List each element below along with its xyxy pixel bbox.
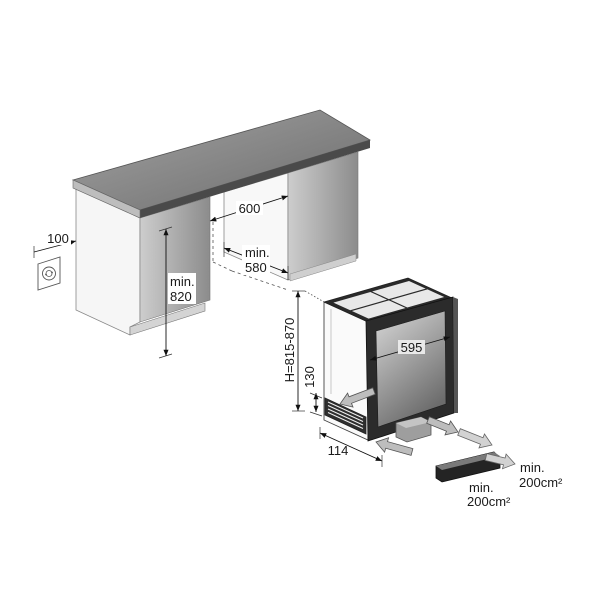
- inlet-min-prefix: min.: [469, 480, 494, 495]
- plinth-ventilation-plate: [435, 451, 501, 483]
- plinth-depth-label: 114: [328, 443, 349, 458]
- countertop-left-edge: [72, 179, 141, 219]
- dimension-niche-depth: min. 580: [223, 242, 289, 280]
- ventilation-outlet-label: min. 200cm²: [519, 460, 563, 490]
- appliance-top-panel: [372, 281, 426, 300]
- niche-depth-label: 580: [245, 260, 267, 275]
- niche-height-prefix: min.: [170, 274, 195, 289]
- dimension-side-gap: 100: [33, 231, 77, 258]
- niche-hidden-edges: [212, 222, 289, 291]
- countertop-front-edge: [140, 140, 370, 218]
- dimension-plinth-height: 130: [302, 366, 323, 417]
- side-gap-label: 100: [47, 231, 69, 246]
- dimension-appliance-height: H=815-870: [282, 290, 325, 412]
- niche-depth-prefix: min.: [245, 245, 270, 260]
- outlet-min-prefix: min.: [520, 460, 545, 475]
- dimension-plinth-depth: 114: [319, 427, 383, 467]
- right-cabinet-plinth: [289, 253, 357, 282]
- appliance-width-label: 595: [401, 340, 423, 355]
- appliance-top-panel: [390, 289, 445, 308]
- wine-cooler-appliance: [322, 277, 458, 443]
- airflow-inlet-arrow-vent: [339, 387, 376, 408]
- niche-height-label: 820: [170, 289, 192, 304]
- appliance-door-edge: [453, 297, 458, 413]
- ventilation-grille: [324, 397, 367, 435]
- airflow-arrows: [339, 387, 516, 470]
- appliance-height-label: H=815-870: [282, 318, 297, 383]
- wall-socket-icon: [37, 256, 61, 291]
- right-cabinet-front: [287, 151, 359, 281]
- appliance-bottom-block-top: [396, 417, 431, 428]
- dimension-appliance-width: 595: [369, 336, 451, 361]
- inlet-area-label: 200cm²: [467, 494, 511, 509]
- dimension-niche-width: 600: [209, 195, 289, 222]
- outlet-area-label: 200cm²: [519, 475, 563, 490]
- plinth-height-label: 130: [302, 366, 317, 388]
- niche-width-label: 600: [239, 201, 261, 216]
- airflow-outlet-arrow: [457, 428, 493, 449]
- ventilation-inlet-label: min. 200cm²: [467, 480, 511, 509]
- dimension-niche-height: min. 820: [158, 226, 196, 359]
- airflow-outlet-arrow: [426, 416, 459, 436]
- appliance-top-panel: [333, 292, 388, 311]
- airflow-outlet-arrow-plate: [484, 453, 516, 470]
- appliance-top-panel: [351, 300, 406, 319]
